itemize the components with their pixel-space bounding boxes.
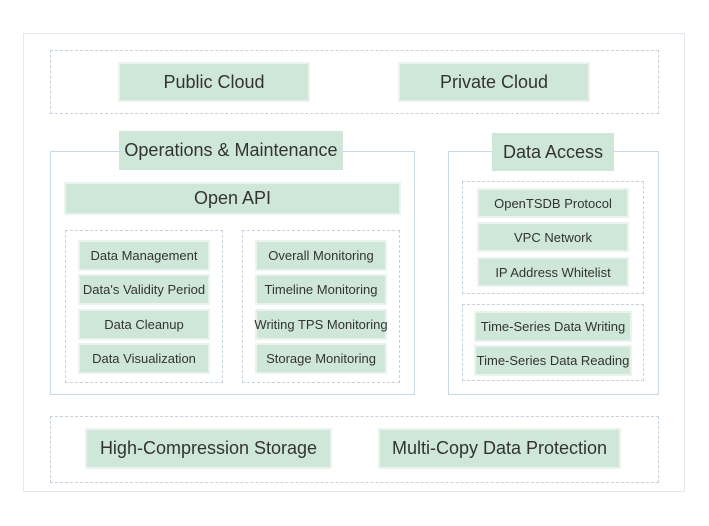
- open-api-box: Open API: [64, 182, 401, 215]
- operations-title: Operations & Maintenance: [119, 131, 343, 170]
- data-management-box: Data Management: [78, 240, 210, 271]
- data-cleanup-box: Data Cleanup: [78, 309, 210, 340]
- storage-row: [50, 416, 659, 483]
- public-cloud-box: Public Cloud: [118, 62, 310, 102]
- vpc-network-box: VPC Network: [477, 222, 629, 252]
- management-group: [65, 230, 223, 383]
- monitoring-group: [242, 230, 400, 383]
- overall-monitoring-box: Overall Monitoring: [255, 240, 387, 271]
- writing-tps-monitoring-box: Writing TPS Monitoring: [254, 309, 388, 340]
- network-group: [462, 181, 644, 294]
- storage-monitoring-box: Storage Monitoring: [255, 343, 387, 374]
- high-compression-storage-box: High-Compression Storage: [85, 428, 332, 469]
- outer-frame: [23, 33, 685, 492]
- ip-address-whitelist-box: IP Address Whitelist: [477, 257, 629, 287]
- time-series-reading-box: Time-Series Data Reading: [474, 345, 632, 376]
- opentsdb-protocol-box: OpenTSDB Protocol: [477, 188, 629, 218]
- private-cloud-box: Private Cloud: [398, 62, 590, 102]
- data-visualization-box: Data Visualization: [78, 343, 210, 374]
- data-access-title: Data Access: [492, 133, 614, 171]
- io-group: [462, 304, 644, 381]
- time-series-writing-box: Time-Series Data Writing: [474, 311, 632, 342]
- timeline-monitoring-box: Timeline Monitoring: [255, 274, 387, 305]
- data-validity-period-box: Data's Validity Period: [78, 274, 210, 305]
- cloud-row: [50, 50, 659, 114]
- multi-copy-data-protection-box: Multi-Copy Data Protection: [378, 428, 621, 469]
